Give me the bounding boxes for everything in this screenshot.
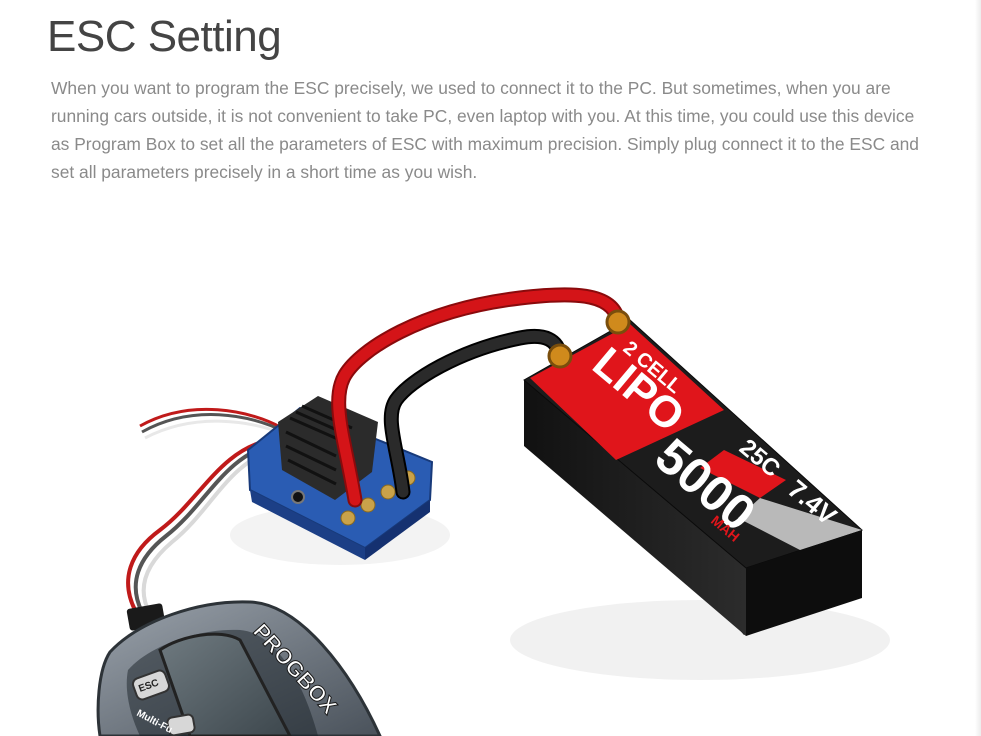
esc-progbox-battery-image: 2 CELL LIPO 25C 7.4V 5000 MAH ESC PRO (96, 287, 890, 736)
section-description: When you want to program the ESC precise… (51, 78, 919, 182)
progbox-screen (158, 632, 292, 736)
signal-cable (126, 407, 289, 631)
esc-button[interactable]: ESC (131, 669, 171, 701)
product-illustration: 2 CELL LIPO 25C 7.4V 5000 MAH ESC PRO (0, 200, 981, 736)
progbox-device: ESC PROGBOX Multi-Fu (96, 600, 382, 736)
battery-shadow (510, 600, 890, 680)
section-title: ESC Setting (47, 12, 282, 61)
right-edge-shadow (975, 0, 981, 736)
progbox-nav-button[interactable] (166, 713, 196, 736)
power-wires (331, 287, 626, 508)
lipo-battery: 2 CELL LIPO 25C 7.4V 5000 MAH (523, 309, 863, 636)
